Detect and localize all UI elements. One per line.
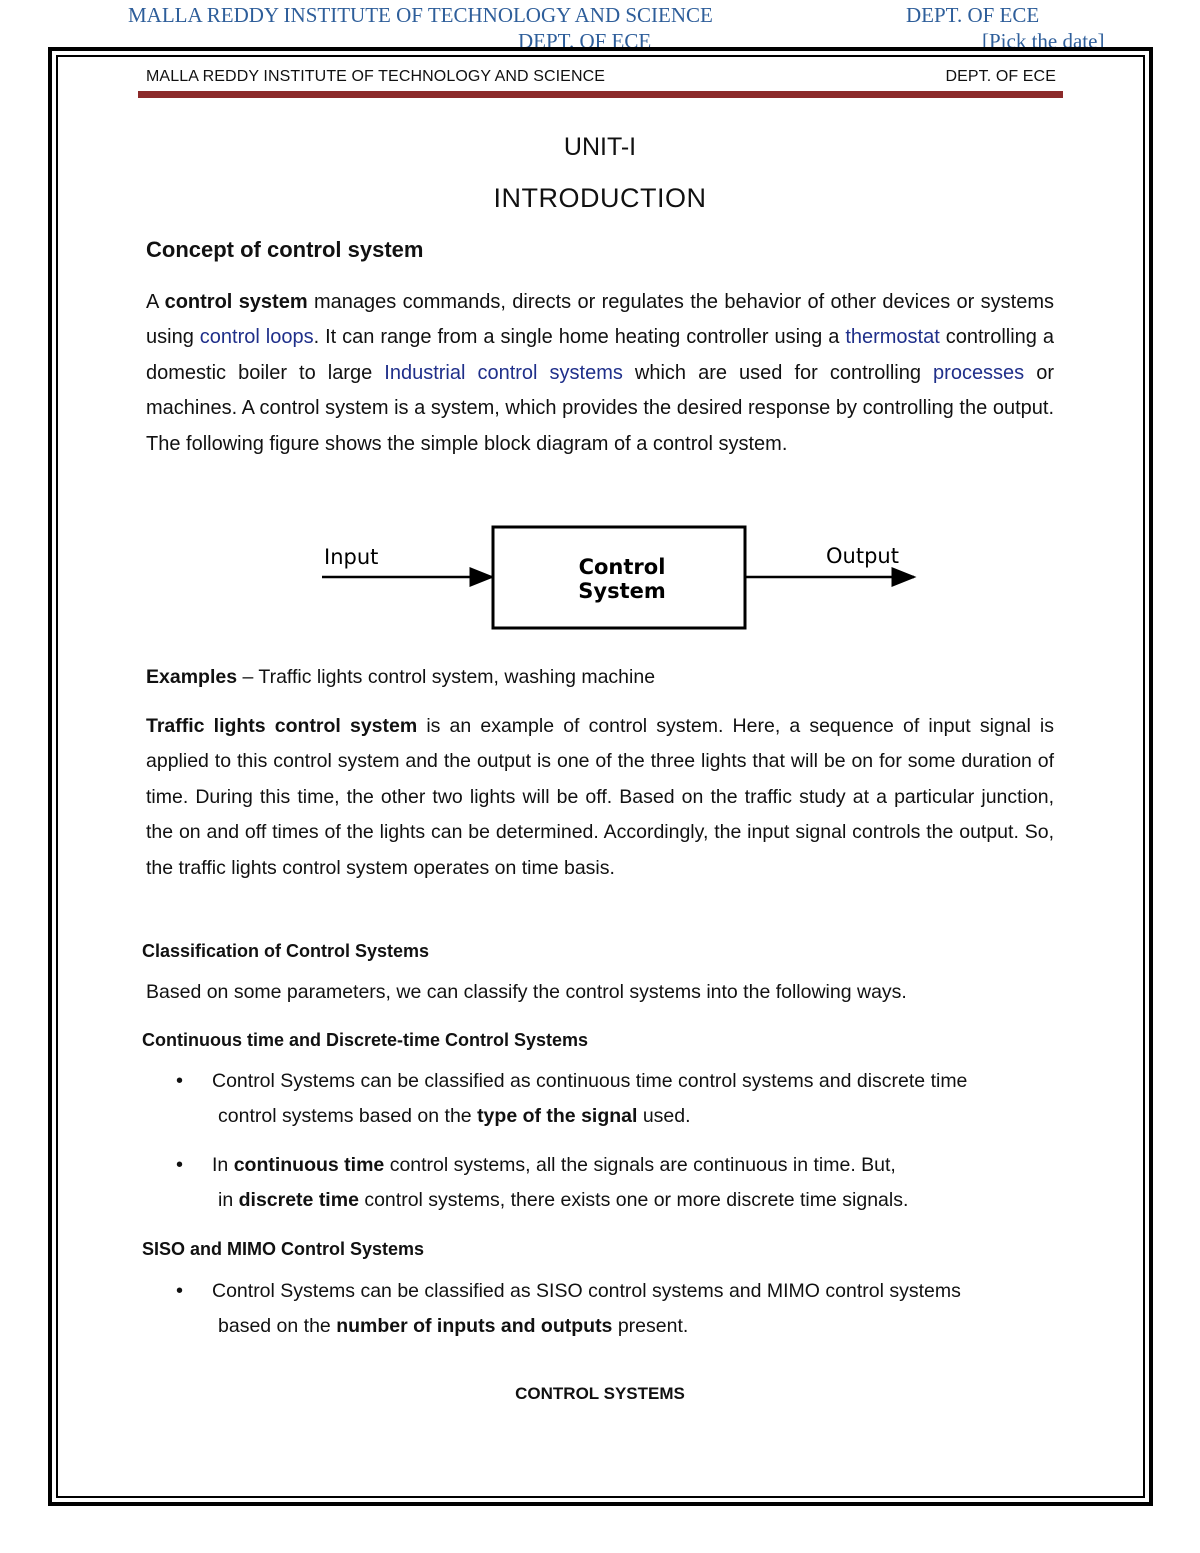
bullet-icon: • <box>176 1154 184 1176</box>
bullet-text-line1: Control Systems can be classified as SIS… <box>212 1280 961 1302</box>
text-run: in <box>218 1189 239 1211</box>
bullet-text-line2: in discrete time control systems, there … <box>218 1183 1048 1218</box>
text-run: manages commands, directs or regulates t… <box>146 291 1054 349</box>
text-run: which are used for controlling <box>622 361 934 384</box>
text-run: . It can range from a single home heatin… <box>313 326 846 349</box>
text-run: control systems, all the signals are con… <box>384 1154 896 1176</box>
running-header-dept: DEPT. OF ECE <box>906 3 1040 27</box>
link-processes[interactable]: processes <box>933 361 1025 384</box>
text-run: or machines. A control system is a syste… <box>146 361 1055 455</box>
page-inner-border <box>56 55 1145 1498</box>
link-control-loops[interactable]: control loops <box>199 326 314 349</box>
traffic-text: is an example of control system. Here, a… <box>146 715 1054 879</box>
page-header-dept: DEPT. OF ECE <box>945 68 1056 85</box>
link-industrial-control-systems[interactable]: Industrial control systems <box>384 361 623 384</box>
continuous-heading: Continuous time and Discrete-time Contro… <box>142 1030 589 1050</box>
bold-term: continuous time <box>233 1154 385 1176</box>
text-run: controlling a domestic boiler to large <box>146 326 1054 384</box>
text-run: used. <box>637 1105 691 1127</box>
examples-text: – Traffic lights control system, washing… <box>237 666 656 688</box>
link-thermostat[interactable]: thermostat <box>845 326 940 349</box>
text-run: In <box>212 1154 234 1176</box>
diagram-output-label: Output <box>826 544 899 568</box>
concept-heading: Concept of control system <box>146 237 424 262</box>
bullet-icon: • <box>176 1280 184 1302</box>
bold-term: type of the signal <box>477 1105 638 1127</box>
unit-title: UNIT-I <box>563 133 637 161</box>
footer-title: CONTROL SYSTEMS <box>515 1384 685 1403</box>
running-header-institute: MALLA REDDY INSTITUTE OF TECHNOLOGY AND … <box>128 3 713 27</box>
page-outer-border <box>48 47 1153 1506</box>
examples-label: Examples <box>146 666 238 688</box>
concept-paragraph: A control system manages commands, direc… <box>146 285 1054 462</box>
header-rule <box>138 91 1063 98</box>
control-system-block-diagram: Input Control System Output <box>322 525 917 630</box>
bullet-text-line2: based on the number of inputs and output… <box>218 1309 1048 1344</box>
text-run: A <box>146 291 165 313</box>
bullet-text-line2: control systems based on the type of the… <box>218 1099 1048 1134</box>
classification-text: Based on some parameters, we can classif… <box>146 981 907 1003</box>
bold-term: control system <box>164 291 308 313</box>
page-header: MALLA REDDY INSTITUTE OF TECHNOLOGY AND … <box>146 68 1056 86</box>
bold-term: discrete time <box>238 1189 359 1211</box>
page-header-institute: MALLA REDDY INSTITUTE OF TECHNOLOGY AND … <box>146 68 606 85</box>
bold-term: number of inputs and outputs <box>336 1315 613 1337</box>
block-label-line2: System <box>578 579 665 603</box>
examples-line: Examples – Traffic lights control system… <box>146 660 1054 695</box>
block-label-line1: Control <box>579 555 666 579</box>
text-run: control systems based on the <box>218 1105 478 1127</box>
bullet-text-line1: In continuous time control systems, all … <box>212 1148 1042 1183</box>
text-run: control systems, there exists one or mor… <box>358 1189 909 1211</box>
control-system-block <box>491 525 747 630</box>
introduction-title: INTRODUCTION <box>493 183 707 213</box>
bullet-icon: • <box>176 1070 184 1092</box>
traffic-bold-term: Traffic lights control system <box>146 715 418 737</box>
classification-heading: Classification of Control Systems <box>142 941 430 961</box>
bullet-text-line1: Control Systems can be classified as con… <box>212 1070 968 1092</box>
siso-heading: SISO and MIMO Control Systems <box>142 1239 425 1259</box>
traffic-paragraph: Traffic lights control system is an exam… <box>146 709 1054 886</box>
text-run: present. <box>612 1315 689 1337</box>
diagram-input-label: Input <box>324 545 378 569</box>
text-run: based on the <box>218 1315 337 1337</box>
